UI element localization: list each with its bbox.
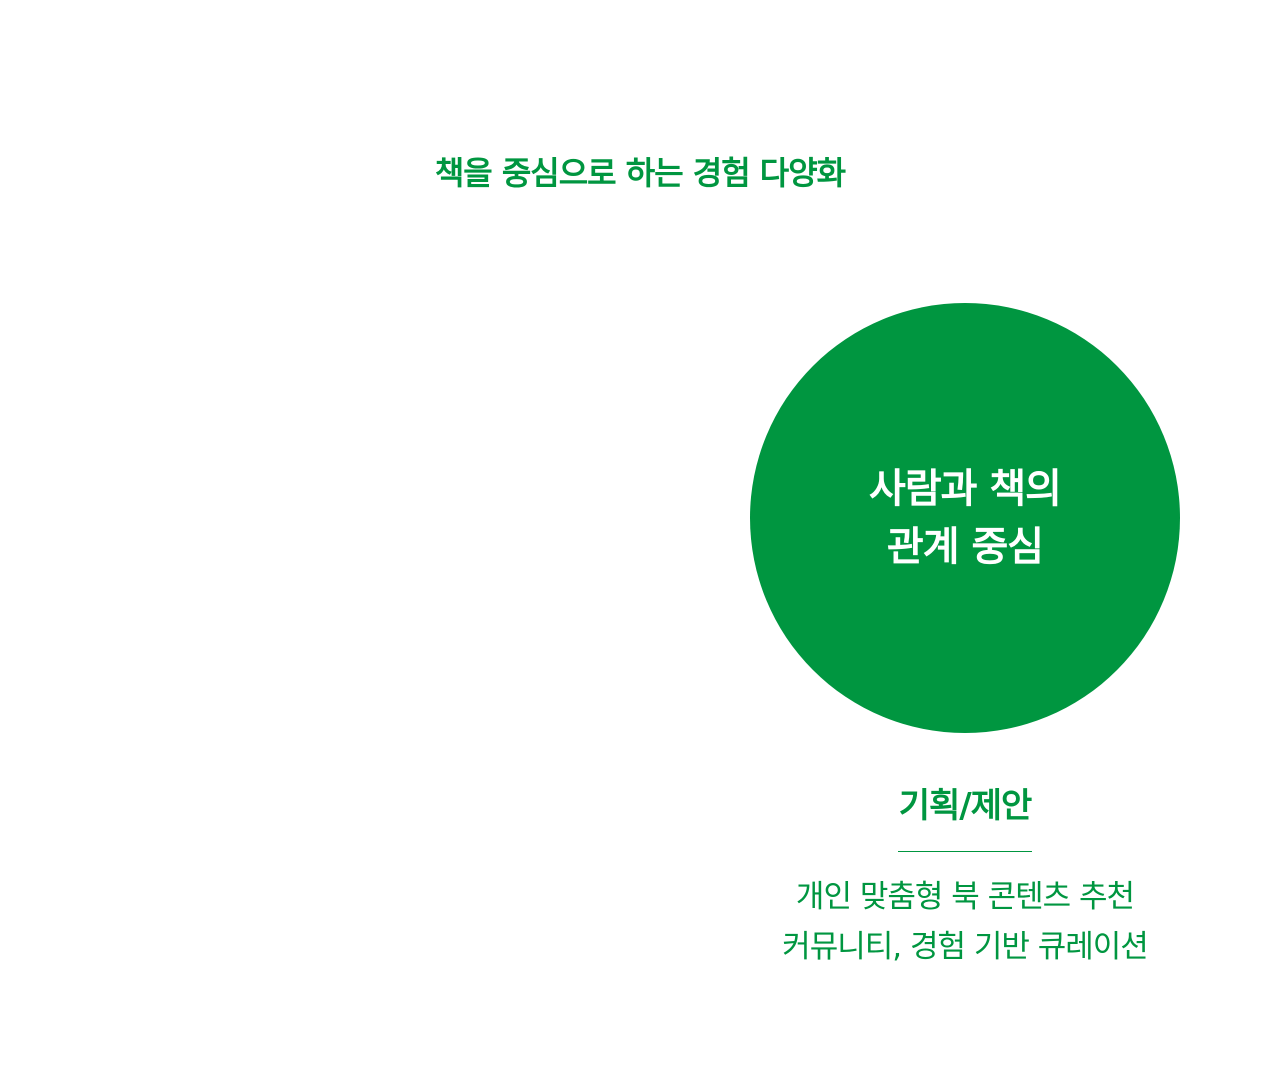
description-line-1: 개인 맞춤형 북 콘텐츠 추천	[795, 879, 1135, 915]
headline: 책을 중심으로 하는 경험 다양화	[434, 154, 846, 192]
divider	[898, 851, 1032, 852]
section-title: 기획/제안	[898, 786, 1033, 826]
circle-text-line-1: 사람과 책의	[869, 466, 1062, 512]
section-description: 개인 맞춤형 북 콘텐츠 추천 커뮤니티, 경험 기반 큐레이션	[730, 872, 1200, 972]
circle-text-line-2: 관계 중심	[886, 524, 1044, 570]
concept-circle: 사람과 책의 관계 중심	[750, 303, 1180, 733]
description-line-2: 커뮤니티, 경험 기반 큐레이션	[782, 929, 1149, 965]
